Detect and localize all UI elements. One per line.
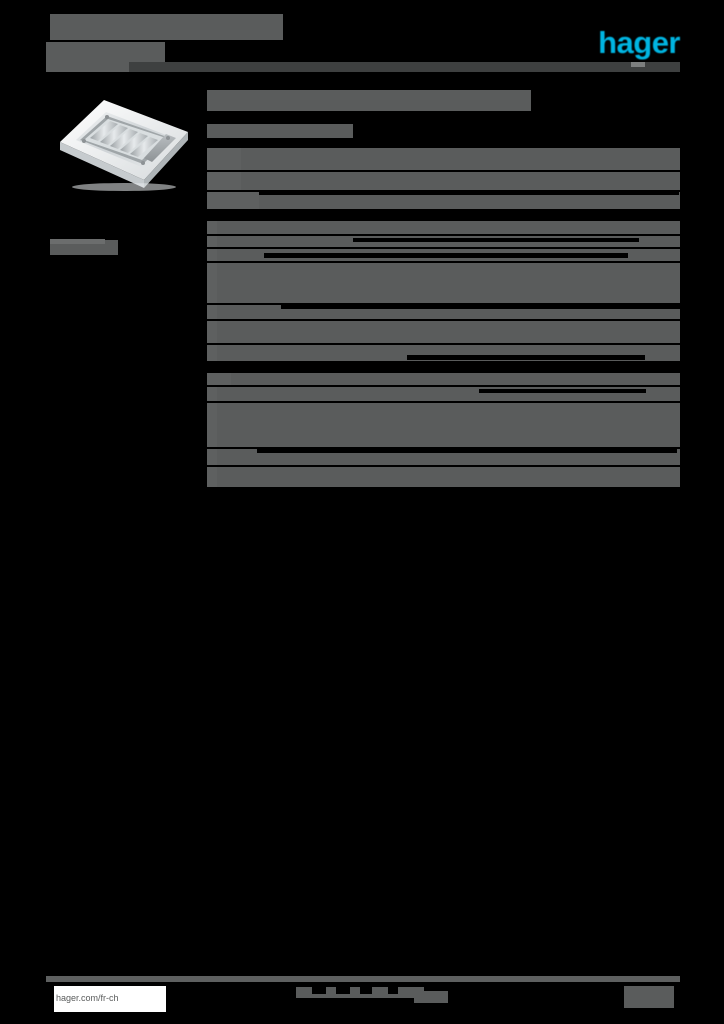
page-subtitle: [207, 124, 353, 138]
table-row-separator: [207, 401, 680, 403]
spec-tables: [207, 148, 681, 489]
header-divider-segment-left: [46, 62, 129, 72]
table-row-separator: [207, 209, 680, 211]
table-row-label: [207, 403, 217, 447]
table-row-label: [207, 373, 231, 385]
table-row-label: [207, 345, 217, 361]
table-row-label: [207, 236, 217, 247]
table-row-label: [207, 263, 217, 303]
table-row-separator: [207, 465, 680, 467]
table-row: [207, 172, 680, 190]
table-row-linebreak: [407, 355, 645, 360]
table-row: [207, 403, 680, 447]
table-row: [207, 221, 680, 234]
table-row-linebreak: [479, 389, 646, 393]
hager-logo: hager: [598, 25, 680, 60]
table-row-linebreak: [264, 253, 628, 258]
footer-divider: [46, 976, 680, 982]
table-row-label: [207, 172, 241, 190]
table-row-linebreak: [257, 449, 677, 453]
page-footer: hager.com/fr-ch: [46, 986, 680, 1014]
table-row-separator: [207, 385, 680, 387]
product-image: [48, 88, 200, 192]
table-row: [207, 373, 680, 385]
table-row-separator: [207, 447, 680, 449]
footer-url-text[interactable]: hager.com/fr-ch: [56, 993, 119, 1003]
spec-table-2: [207, 221, 681, 363]
table-row: [207, 387, 680, 401]
table-row-label: [207, 221, 217, 234]
header-title-line1: [50, 14, 283, 40]
footer-page-number: [624, 986, 674, 1008]
table-row-label: [207, 192, 259, 209]
table-row-separator: [207, 319, 680, 321]
page-title: [207, 90, 531, 111]
table-row-label: [207, 449, 217, 465]
table-row-separator: [207, 487, 680, 489]
table-row-separator: [207, 303, 680, 305]
spec-table-1: [207, 148, 680, 211]
table-row: [207, 249, 680, 261]
table-row-separator: [207, 261, 680, 263]
footer-center-text: [296, 987, 448, 1003]
table-row-linebreak: [353, 238, 639, 242]
table-row: [207, 148, 680, 170]
table-row: [207, 321, 680, 343]
floor-box-illustration: [60, 100, 188, 191]
header-divider: [46, 62, 680, 72]
spec-table-3: [207, 373, 680, 489]
table-row-label: [207, 249, 217, 261]
table-row-separator: [207, 343, 680, 345]
table-row-linebreak: [259, 192, 679, 195]
header-divider-segment-right: [631, 62, 645, 67]
footer-url-box[interactable]: hager.com/fr-ch: [54, 986, 166, 1012]
table-row-separator: [207, 190, 680, 192]
table-row-linebreak: [281, 305, 681, 309]
table-row-label: [207, 467, 217, 487]
left-column-caption-underline: [50, 239, 105, 244]
table-row: [207, 236, 680, 247]
table-row-label: [207, 148, 241, 170]
table-row-label: [207, 305, 217, 319]
table-row-separator: [207, 247, 680, 249]
table-row-separator: [207, 234, 680, 236]
table-row-label: [207, 387, 217, 401]
table-row-label: [207, 321, 217, 343]
table-row-separator: [207, 361, 680, 363]
table-row: [207, 263, 680, 303]
table-row: [207, 305, 681, 319]
table-row: [207, 467, 680, 487]
main-content: [207, 86, 681, 489]
page-header: hager: [46, 12, 681, 74]
table-row-separator: [207, 170, 680, 172]
table-row: [207, 345, 680, 361]
table-row: [207, 192, 680, 209]
table-row: [207, 449, 680, 465]
